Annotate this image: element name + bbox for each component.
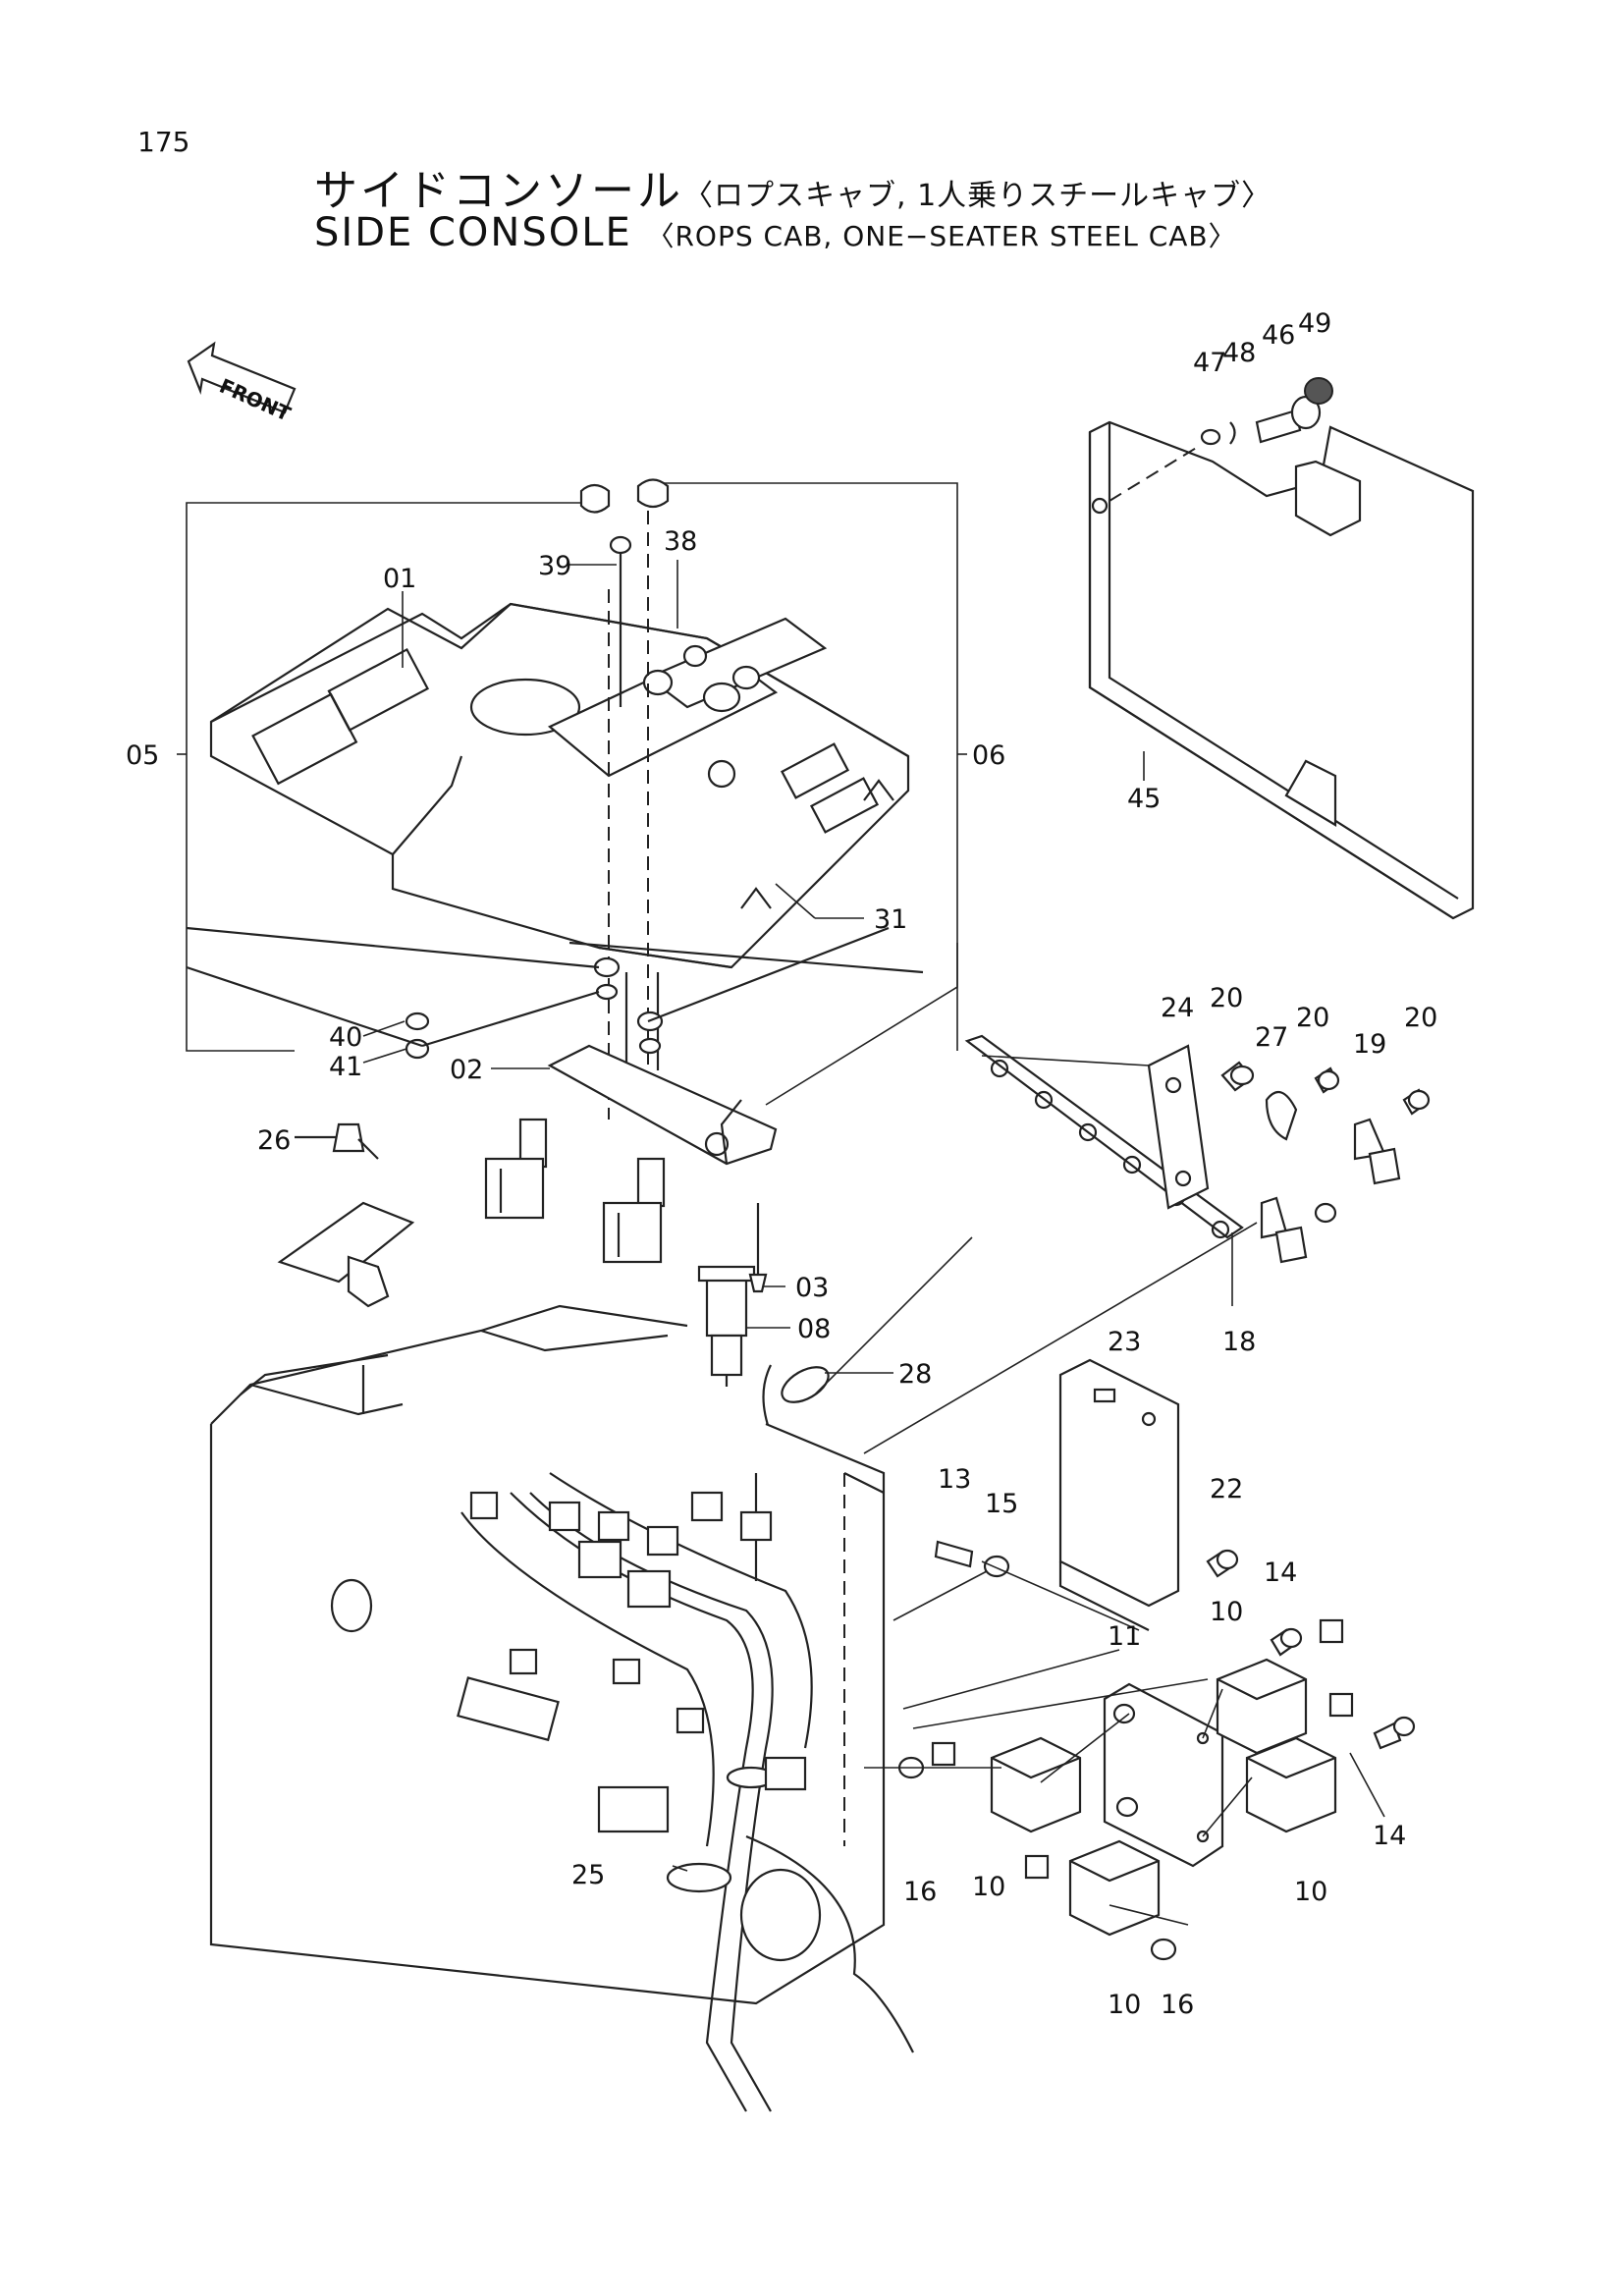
callout-28: 28 (898, 1359, 932, 1390)
callout-25: 25 (571, 1860, 605, 1890)
callout-16-bottom: 16 (1161, 1990, 1194, 2020)
switch-left (484, 1118, 548, 1220)
front-arrow-label: FRONT (216, 374, 295, 426)
relay-10-lower-right (1245, 1692, 1354, 1833)
callout-22: 22 (1210, 1474, 1243, 1504)
callout-20-left: 20 (1210, 983, 1243, 1013)
relay-plate-11 (1103, 1682, 1224, 1868)
callout-01: 01 (383, 564, 416, 594)
callout-40: 40 (329, 1022, 362, 1053)
callout-24: 24 (1161, 993, 1194, 1023)
bolts-13-22-nut-15 (934, 1540, 1239, 1631)
callout-02: 02 (450, 1055, 483, 1085)
relay-10-bottom (1024, 1839, 1161, 1937)
page-number: 175 (137, 126, 190, 158)
callout-45: 45 (1127, 784, 1161, 814)
relay-10-upper-right (1216, 1618, 1344, 1755)
fasteners-46-49 (1200, 377, 1333, 446)
callout-10-left: 10 (972, 1872, 1005, 1902)
callout-23: 23 (1108, 1327, 1141, 1357)
callout-15: 15 (985, 1489, 1018, 1519)
callout-19: 19 (1353, 1029, 1386, 1060)
board-23 (1058, 1358, 1180, 1631)
callout-08: 08 (797, 1314, 831, 1344)
bracket-02 (547, 1044, 778, 1166)
callout-06: 06 (972, 740, 1005, 771)
callout-41: 41 (329, 1052, 362, 1082)
title-japanese-subtitle: 〈ロプスキャブ, 1人乗りスチールキャブ〉 (683, 179, 1272, 213)
bolt-26-and-mount (277, 1122, 415, 1308)
side-console-cover (209, 602, 910, 969)
wiring-harness (457, 1472, 914, 2112)
callout-13: 13 (938, 1464, 971, 1495)
callout-31: 31 (874, 904, 907, 935)
screw-03 (748, 1203, 768, 1293)
callout-49: 49 (1298, 308, 1331, 339)
part-callouts: 01 02 03 05 06 08 10 10 10 10 11 13 14 1… (126, 308, 1437, 2020)
screw-39 (608, 511, 660, 1120)
nuts-and-washers (405, 957, 664, 1060)
leader-lines (177, 560, 1385, 1872)
callout-26: 26 (257, 1125, 291, 1156)
callout-05: 05 (126, 740, 159, 771)
relay-10-left (931, 1736, 1082, 1833)
title-english-subtitle: 〈ROPS CAB, ONE−SEATER STEEL CAB〉 (646, 220, 1237, 252)
switch-right (602, 1157, 666, 1264)
callout-14-right: 14 (1373, 1821, 1406, 1851)
callout-48: 48 (1222, 338, 1256, 368)
callout-03: 03 (795, 1273, 829, 1303)
title-english-main: SIDE CONSOLE (314, 210, 632, 255)
callout-20-middle: 20 (1296, 1003, 1329, 1033)
title-japanese-main: サイドコンソール (314, 166, 683, 216)
callout-46: 46 (1262, 320, 1295, 351)
callout-14-top: 14 (1264, 1558, 1297, 1588)
screws-20-clamp-27-terminal-19 (1220, 1061, 1431, 1264)
callout-10-upper-right: 10 (1210, 1597, 1243, 1627)
guide-lines (186, 926, 924, 1048)
callout-10-bottom: 10 (1108, 1990, 1141, 2020)
callout-20-right: 20 (1404, 1003, 1437, 1033)
group-bracket-05-06 (186, 482, 958, 1106)
title-japanese: サイドコンソール〈ロプスキャブ, 1人乗りスチールキャブ〉 (314, 155, 1271, 218)
callout-10-lower-right: 10 (1294, 1877, 1327, 1907)
knob-caps (579, 478, 670, 514)
callout-11: 11 (1108, 1621, 1141, 1652)
connection-lines (814, 1055, 1258, 1926)
front-arrow-icon: FRONT (187, 341, 297, 426)
callout-27: 27 (1255, 1022, 1288, 1053)
cover-45 (1088, 420, 1475, 920)
plate-24 (1147, 1044, 1210, 1210)
callout-38: 38 (664, 526, 697, 557)
callout-16-left: 16 (903, 1877, 937, 1907)
switch-panel (547, 617, 828, 789)
callout-47: 47 (1193, 348, 1226, 378)
relay-08 (697, 1265, 756, 1387)
title-english: SIDE CONSOLE 〈ROPS CAB, ONE−SEATER STEEL… (314, 210, 1237, 255)
screws-14-nuts-16 (897, 1627, 1416, 1961)
callout-39: 39 (538, 551, 571, 581)
callout-18: 18 (1222, 1327, 1256, 1357)
